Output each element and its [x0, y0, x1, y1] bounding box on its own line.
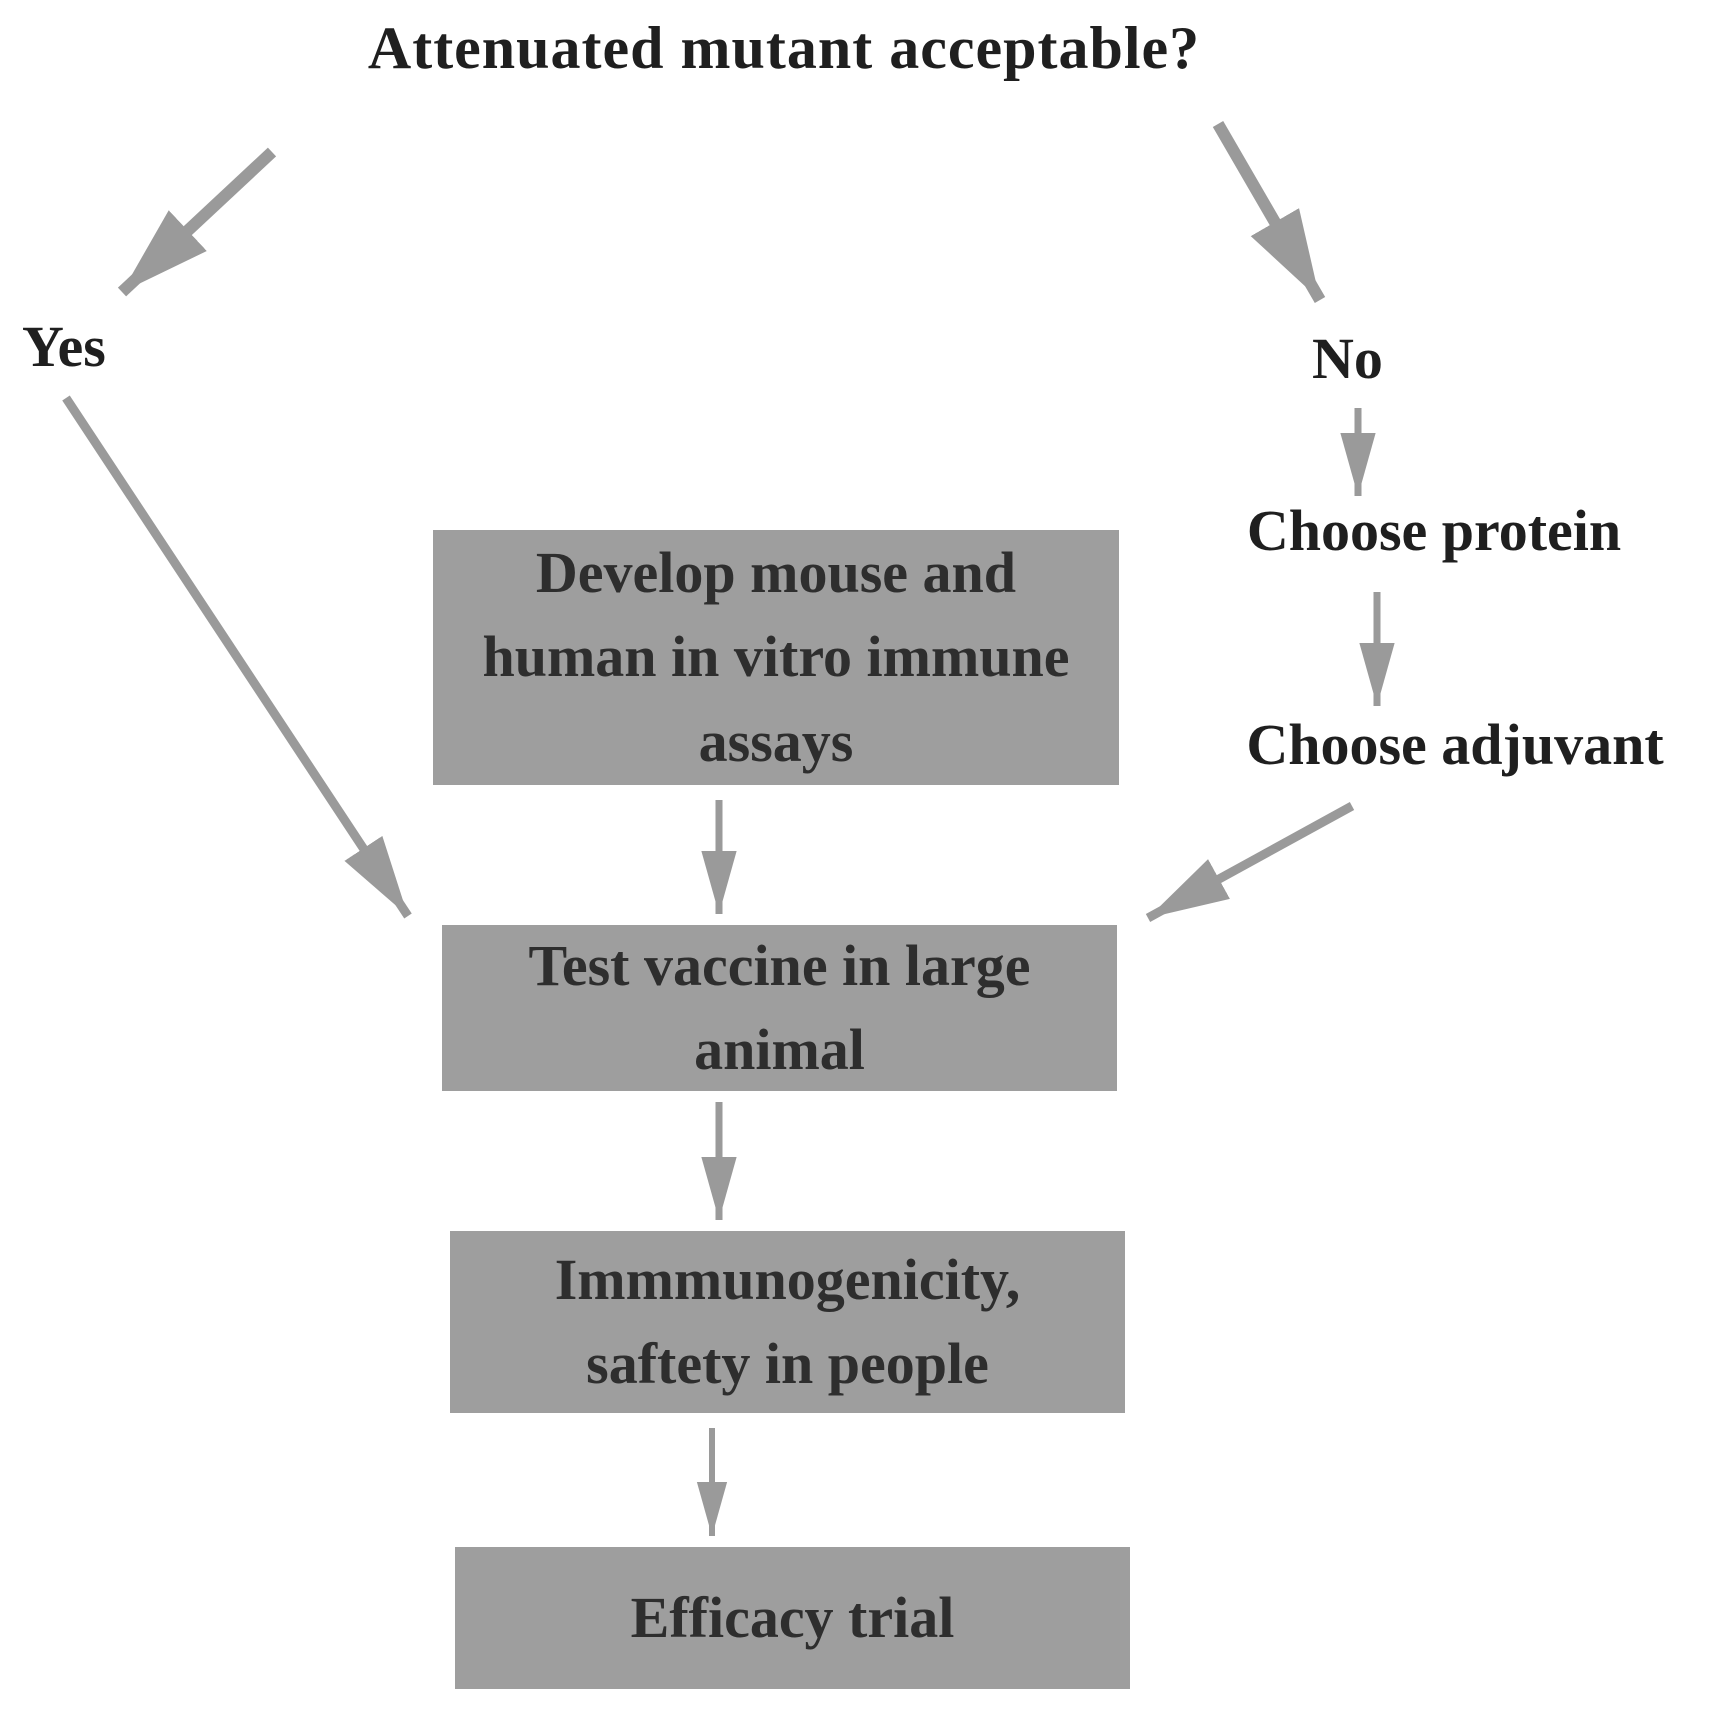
branch-label-yes: Yes: [22, 314, 106, 379]
arrow-yes-to-test-vaccine: [62, 395, 412, 919]
step-test-vaccine-text: Test vaccine in large animal: [528, 932, 1031, 1082]
step-immunogenicity-box: Immmunogenicity, saftety in people: [450, 1231, 1125, 1413]
question-title: Attenuated mutant acceptable?: [367, 15, 1201, 81]
step-test-vaccine-box: Test vaccine in large animal: [442, 925, 1117, 1091]
step-choose-protein: Choose protein: [1246, 498, 1622, 563]
arrow-question-to-yes: [117, 147, 277, 297]
step-choose-adjuvant: Choose adjuvant: [1246, 712, 1664, 777]
arrow-choose-adjuvant-to-test-vaccine: [1145, 802, 1355, 922]
step-immunogenicity-text: Immmunogenicity, saftety in people: [554, 1246, 1021, 1396]
step-efficacy-trial-text: Efficacy trial: [630, 1584, 955, 1650]
step-develop-assays-box: Develop mouse and human in vitro immune …: [433, 530, 1119, 785]
step-develop-assays-text: Develop mouse and human in vitro immune …: [482, 540, 1070, 774]
step-efficacy-trial-box: Efficacy trial: [455, 1547, 1130, 1689]
arrow-question-to-no: [1212, 120, 1326, 304]
branch-label-no: No: [1312, 326, 1383, 391]
